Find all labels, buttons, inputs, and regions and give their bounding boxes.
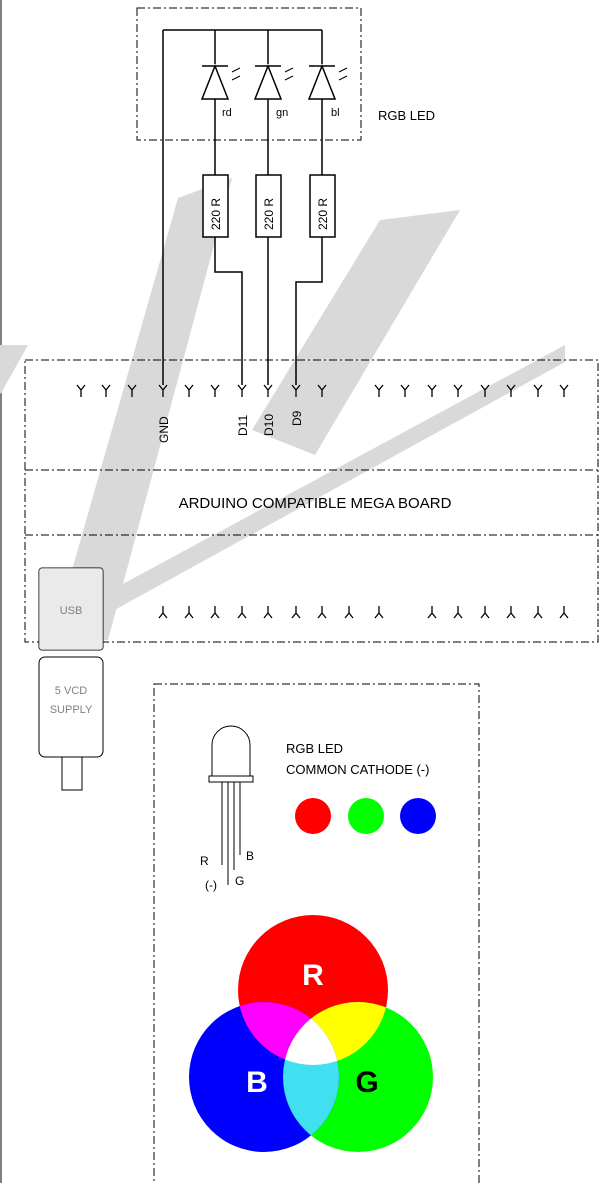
svg-text:5 VCD: 5 VCD	[55, 685, 87, 697]
pin-gnd-label: GND	[157, 416, 171, 443]
venn-g-label: G	[355, 1066, 378, 1099]
resistor-green: 220 R	[255, 174, 282, 238]
green-dot	[348, 798, 384, 834]
legend-title-line1: RGB LED	[286, 741, 343, 756]
rgb-led-label: RGB LED	[378, 108, 435, 123]
resistor-blue: 220 R	[309, 174, 336, 238]
led-rd-label: rd	[222, 107, 232, 119]
color-mixing-venn: R B G	[189, 915, 433, 1152]
wire-to-d9	[295, 237, 323, 378]
leg-b-label: B	[246, 849, 254, 863]
svg-text:USB: USB	[60, 605, 83, 617]
arduino-board	[24, 359, 599, 643]
leg-g-label: G	[235, 874, 244, 888]
pin-d11-label: D11	[236, 415, 250, 436]
svg-text:220 R: 220 R	[316, 198, 330, 230]
led-diode-red: rd	[200, 63, 241, 175]
leg-r-label: R	[200, 854, 209, 868]
led-diode-green: gn	[253, 63, 294, 175]
venn-b-label: B	[246, 1066, 268, 1099]
venn-white	[283, 1002, 339, 1065]
svg-text:220 R: 220 R	[209, 198, 223, 230]
svg-text:220 R: 220 R	[262, 198, 276, 230]
red-dot	[295, 798, 331, 834]
led-gn-label: gn	[276, 107, 288, 119]
bottom-header-pins	[158, 606, 569, 619]
board-title: ARDUINO COMPATIBLE MEGA BOARD	[179, 495, 452, 512]
blue-dot	[400, 798, 436, 834]
top-header-pins	[76, 384, 569, 397]
wire-to-d11	[214, 237, 243, 378]
leg-minus-label: (-)	[205, 878, 217, 892]
resistor-red: 220 R	[202, 174, 229, 238]
legend-box	[153, 683, 480, 1183]
led-package-icon	[208, 725, 254, 885]
rgb-led-box	[136, 7, 362, 141]
power-supply: 5 VCD SUPPLY	[38, 656, 104, 791]
common-cathode-bus	[162, 29, 323, 378]
led-diode-blue: bl	[307, 63, 348, 175]
svg-text:SUPPLY: SUPPLY	[50, 704, 93, 716]
venn-r-label: R	[302, 959, 324, 992]
led-bl-label: bl	[331, 107, 340, 119]
pin-d10-label: D10	[262, 414, 276, 436]
legend-title-line2: COMMON CATHODE (-)	[286, 762, 429, 777]
pin-d9-label: D9	[290, 410, 304, 426]
watermark	[0, 178, 565, 640]
usb-connector: USB	[38, 567, 104, 651]
